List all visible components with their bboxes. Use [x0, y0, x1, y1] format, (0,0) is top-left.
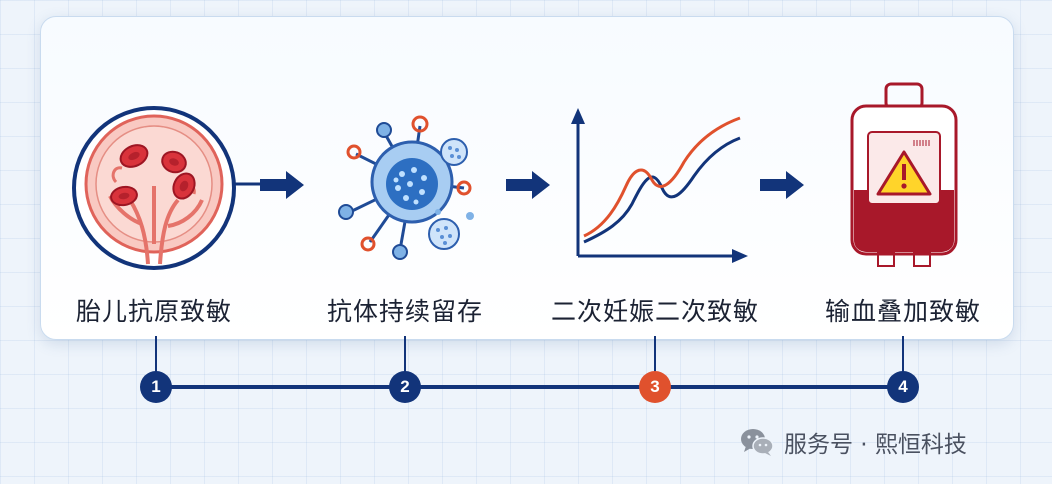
arrow-1-to-2: [260, 171, 304, 199]
step-2-number: 2: [389, 371, 421, 403]
watermark-text: 服务号 · 熙恒科技: [784, 432, 967, 458]
arrow-3-to-4: [760, 171, 804, 199]
step-1-number: 1: [140, 371, 172, 403]
step-3-number: 3: [639, 371, 671, 403]
step-4-label: 输血叠加致敏: [824, 297, 981, 326]
step-3-label: 二次妊娠二次致敏: [550, 297, 759, 326]
placenta-icon: [72, 106, 260, 270]
step-4-number: 4: [887, 371, 919, 403]
blood-bag-warning-icon: [850, 82, 958, 267]
watermark: 服务号 · 熙恒科技: [740, 424, 967, 460]
line-chart-icon: [571, 108, 748, 263]
step-2-label: 抗体持续留存: [326, 297, 483, 326]
step-1-label: 胎儿抗原致敏: [75, 297, 232, 326]
antibody-cell-icon: [338, 115, 474, 260]
wechat-icon: [741, 429, 774, 456]
arrow-2-to-3: [506, 171, 550, 199]
